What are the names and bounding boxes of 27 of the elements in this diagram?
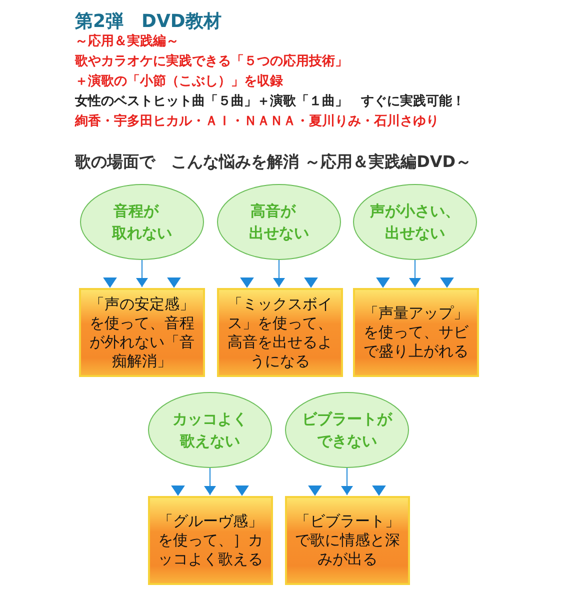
problem-text: ビブラートができない (301, 409, 394, 452)
solution-text: 「グルーヴ感」を使って、］カッコよく歌える (157, 512, 264, 569)
text-line: ～応用＆実践編～ (75, 33, 180, 51)
arrow (376, 260, 454, 288)
solution-text: 「ビブラート」で歌に情感と深みが出る (294, 512, 401, 569)
arrow (240, 260, 318, 288)
arrow (104, 260, 181, 288)
arrow (172, 468, 249, 496)
text-line: 女性のベストヒット曲「５曲」＋演歌「１曲」 すぐに実践可能！ (75, 93, 465, 111)
problem-text: 音程が取れない (110, 201, 173, 244)
solution-text: 「声の安定感」を使って、音程が外れない「音痴解消」 (88, 294, 196, 370)
problem-text: カッコよく歌えない (172, 409, 248, 452)
text-line: ＋演歌の「小節（こぶし）」を収録 (75, 73, 284, 91)
solution-card (148, 496, 273, 585)
title: 第2弾 DVD教材 (75, 10, 222, 34)
solution-card (217, 288, 343, 377)
text-line: 歌やカラオケに実践できる「５つの応用技術」 (75, 53, 349, 71)
arrow (308, 468, 386, 496)
problem-text: 声が小さい、出せない (369, 201, 461, 244)
solution-text: 「声量アップ」を使って、サビで盛り上がれる (362, 304, 470, 361)
solution-text: 「ミックスボイス」を使って、高音を出せるようになる (226, 294, 334, 370)
problem-text: 高音が出せない (248, 201, 310, 244)
section-heading: 歌の場面で こんな悩みを解消 ～応用＆実践編DVD～ (75, 151, 472, 173)
solution-card (353, 288, 479, 377)
solution-card (285, 496, 410, 585)
solution-card (79, 288, 205, 377)
text-line: 絢香・宇多田ヒカル・ＡＩ・ＮＡＮＡ・夏川りみ・石川さゆり (75, 113, 440, 131)
